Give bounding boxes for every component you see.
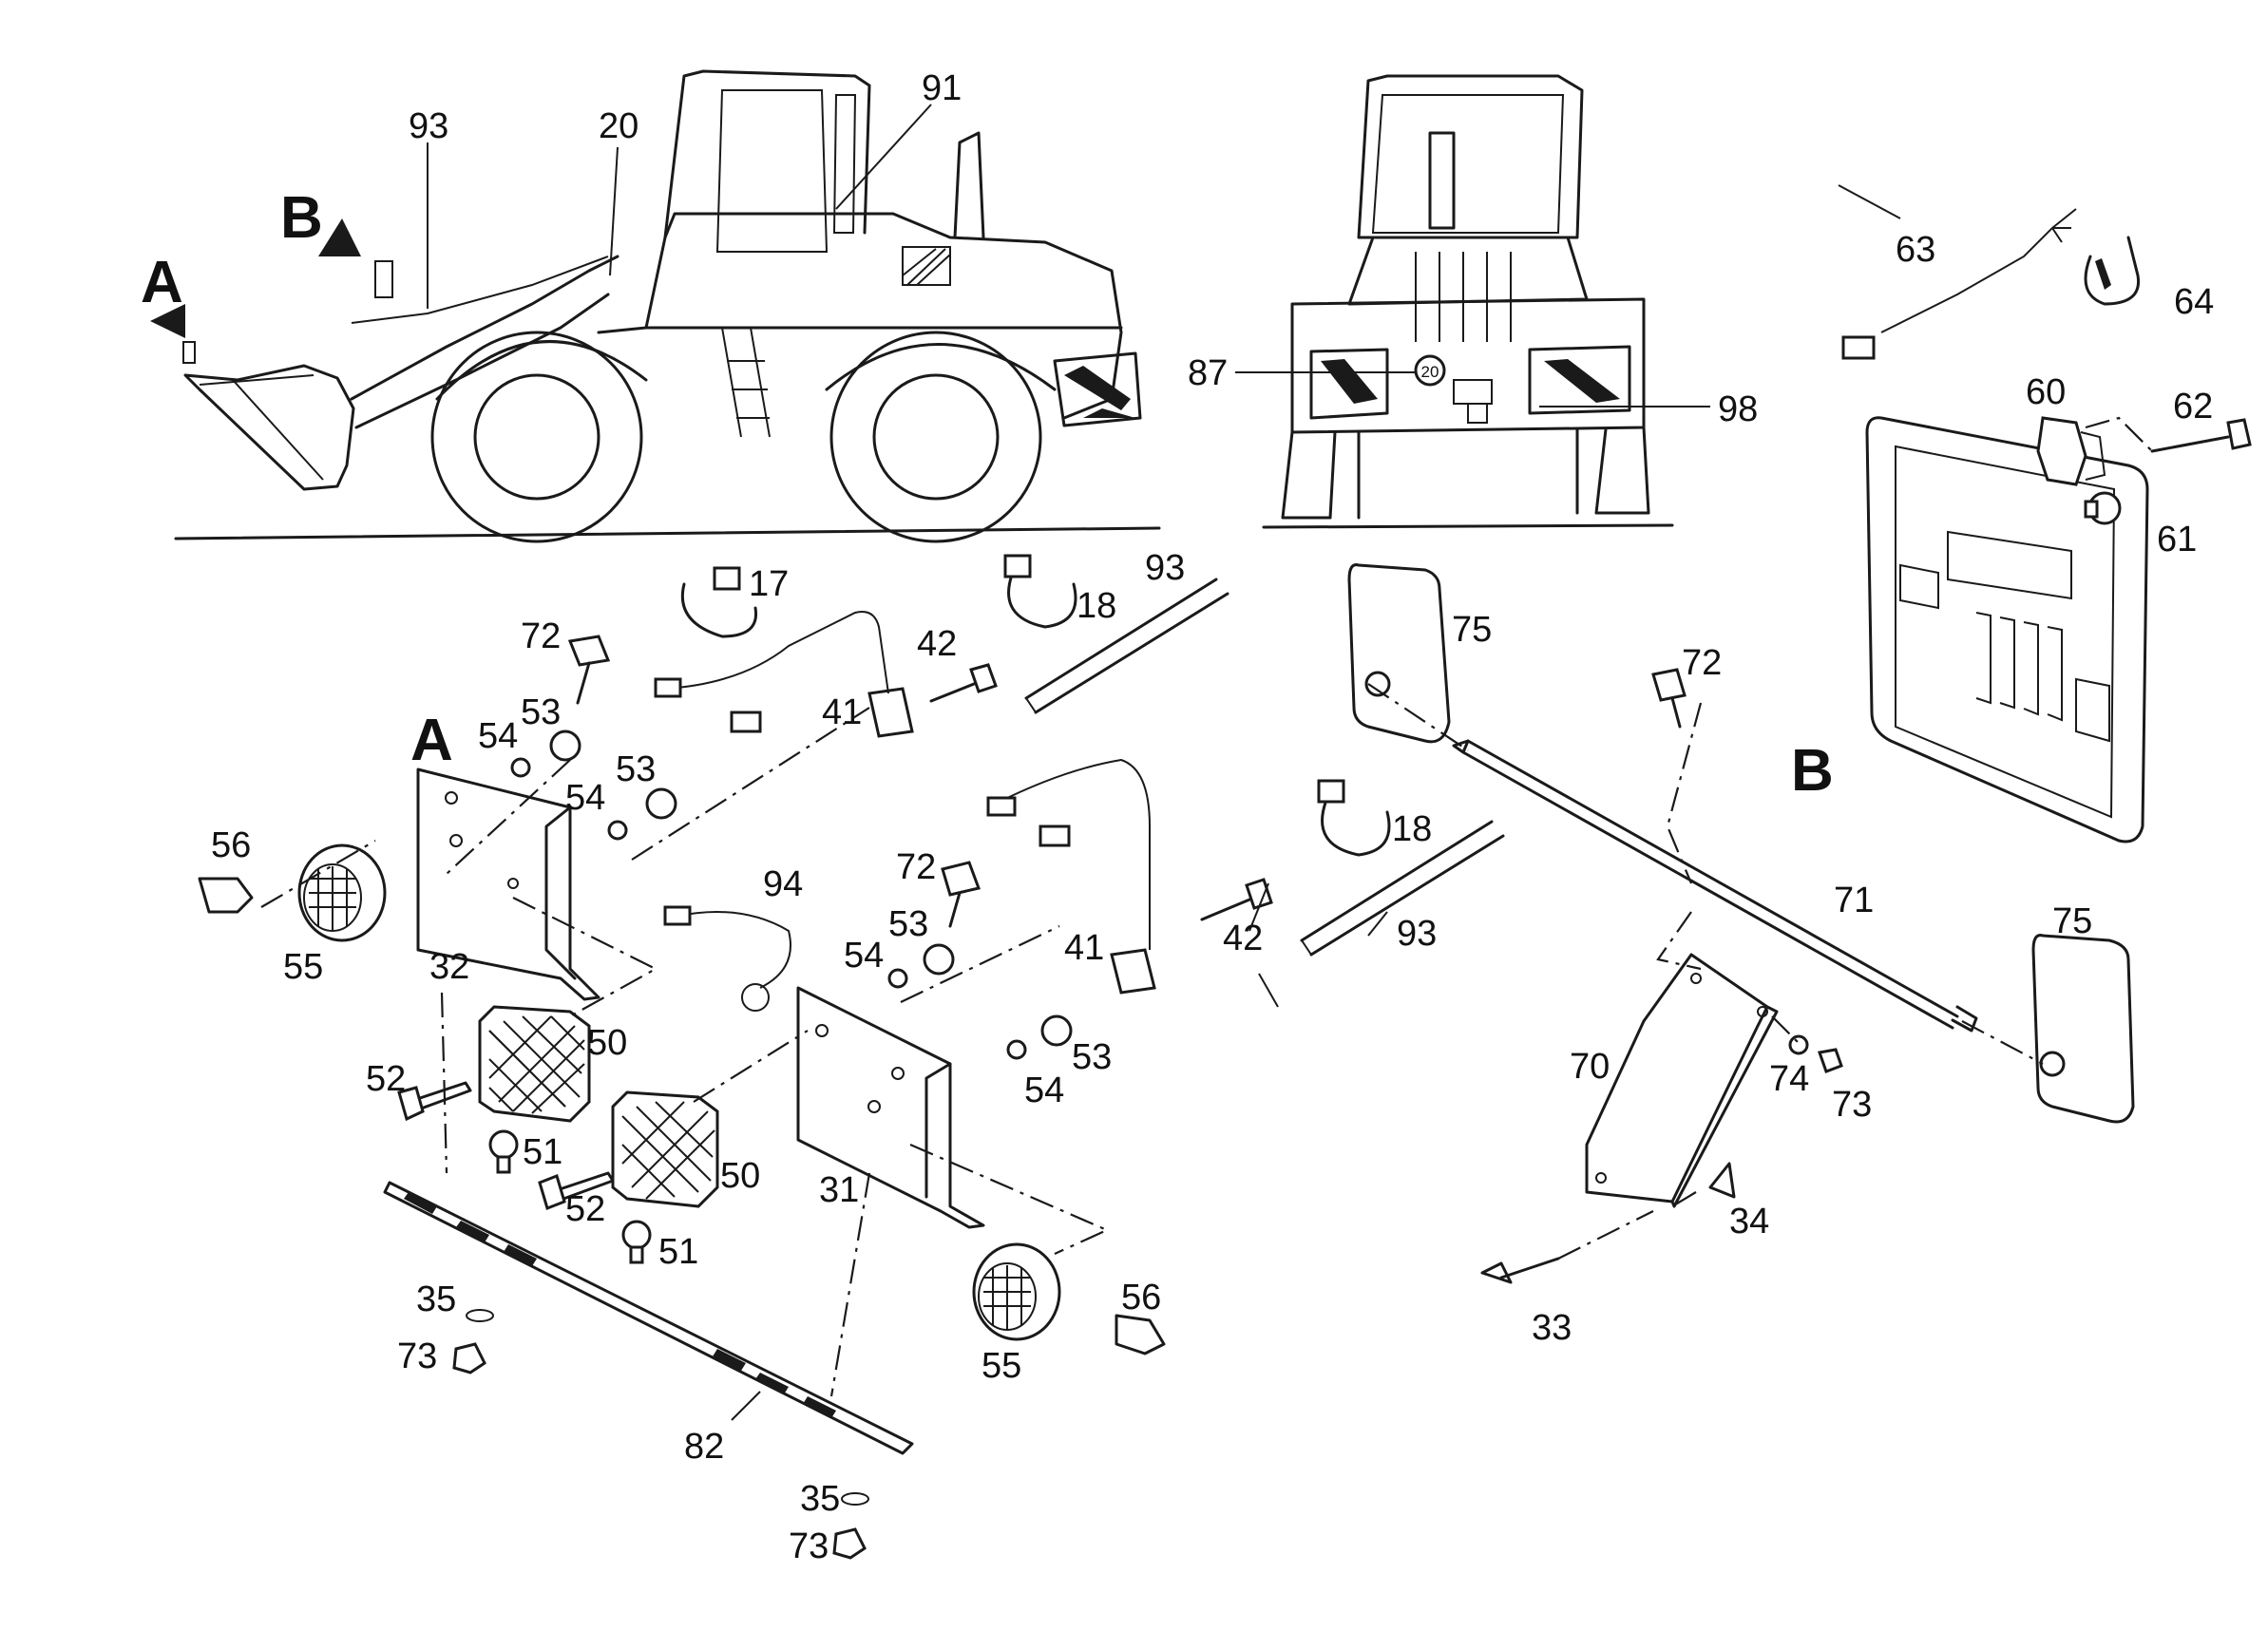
callout-56: 56: [1121, 1278, 1161, 1317]
callout-93: 93: [1397, 914, 1437, 954]
callout-98: 98: [1718, 389, 1758, 429]
lamp-55-right: [972, 1242, 1061, 1341]
callout-72: 72: [1682, 643, 1722, 683]
callout-34: 34: [1729, 1202, 1769, 1241]
callout-87: 87: [1188, 353, 1228, 393]
callout-17: 17: [749, 564, 789, 604]
callout-52: 52: [565, 1189, 605, 1229]
callout-91: 91: [922, 68, 962, 108]
detail-a-assembly: [198, 554, 1505, 1560]
view-b-marker-letter: B: [280, 185, 323, 251]
callout-51: 51: [658, 1232, 698, 1272]
callout-93: 93: [409, 106, 448, 146]
callout-42: 42: [917, 624, 957, 664]
detail-b-assembly: [1347, 208, 2252, 1284]
reflector-50-left: [478, 1005, 591, 1123]
callout-53: 53: [616, 749, 656, 789]
loader-front-view: 20: [1235, 74, 1710, 529]
callout-31: 31: [819, 1170, 859, 1210]
callout-18: 18: [1392, 809, 1432, 849]
callout-54: 54: [565, 778, 605, 818]
callout-64: 64: [2174, 282, 2214, 322]
callout-56: 56: [211, 825, 251, 865]
detail-b-title: B: [1791, 738, 1834, 804]
callout-54: 54: [1024, 1071, 1064, 1110]
callout-35: 35: [416, 1279, 456, 1319]
callout-50: 50: [720, 1156, 760, 1196]
callout-94: 94: [763, 864, 803, 904]
callout-33: 33: [1532, 1308, 1572, 1348]
callout-73: 73: [397, 1336, 437, 1376]
callout-71: 71: [1834, 881, 1874, 920]
lamp-55-left: [297, 843, 387, 942]
callout-63: 63: [1896, 230, 1935, 270]
callout-52: 52: [366, 1059, 406, 1099]
callout-82: 82: [684, 1427, 724, 1467]
callout-54: 54: [478, 716, 518, 756]
callout-53: 53: [888, 904, 928, 944]
callout-55: 55: [283, 947, 323, 987]
callout-72: 72: [896, 847, 936, 887]
badge-label: 20: [1421, 363, 1439, 381]
callout-32: 32: [429, 947, 469, 987]
view-a-marker-letter: A: [141, 250, 183, 315]
callout-72: 72: [521, 616, 561, 656]
callout-75: 75: [1452, 610, 1492, 650]
callout-50: 50: [587, 1023, 627, 1063]
callout-73: 73: [1832, 1085, 1872, 1125]
callout-53: 53: [1072, 1037, 1112, 1077]
callout-73: 73: [789, 1526, 829, 1566]
callout-61: 61: [2157, 520, 2197, 559]
callout-62: 62: [2173, 387, 2213, 426]
callout-53: 53: [521, 692, 561, 732]
callout-41: 41: [822, 692, 862, 732]
callout-41: 41: [1064, 928, 1104, 968]
loader-side-view: [174, 69, 1161, 543]
reflector-50-right: [611, 1090, 719, 1208]
leader-lines: [427, 104, 1901, 1421]
callout-18: 18: [1077, 586, 1116, 626]
callout-42: 42: [1223, 919, 1263, 958]
callout-54: 54: [844, 936, 884, 976]
view-markers: A B A B: [141, 185, 1834, 804]
callout-labels: 93 20 91 87 98 17 18 93 72 42 41 54 53 5…: [211, 68, 2214, 1566]
callout-20: 20: [599, 106, 638, 146]
callout-55: 55: [982, 1346, 1021, 1386]
callout-60: 60: [2026, 372, 2066, 412]
callout-35: 35: [800, 1479, 840, 1519]
callout-93: 93: [1145, 548, 1185, 588]
callout-74: 74: [1769, 1059, 1809, 1099]
callout-70: 70: [1570, 1047, 1610, 1087]
callout-51: 51: [523, 1132, 562, 1172]
callout-75: 75: [2052, 901, 2092, 941]
detail-a-title: A: [410, 708, 453, 773]
